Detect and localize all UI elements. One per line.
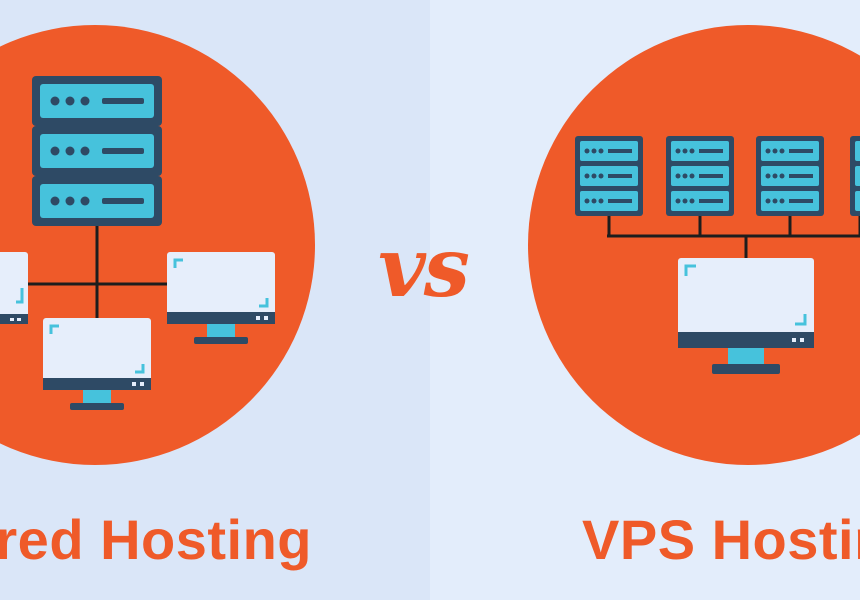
vps-network-cables [607, 214, 860, 258]
server-rack-icon [575, 136, 643, 216]
monitor-icon [0, 252, 28, 324]
server-rack-icon [32, 76, 162, 226]
network-cables [25, 222, 172, 320]
server-rack-icon [850, 136, 860, 216]
monitor-icon [167, 252, 275, 344]
monitor-icon [43, 318, 151, 410]
vps-hosting-circle [528, 25, 860, 465]
server-rack-icon [666, 136, 734, 216]
server-rack-icon [756, 136, 824, 216]
vs-text: vs [378, 220, 470, 316]
vps-hosting-title: VPS Hostin [582, 508, 860, 571]
shared-hosting-title: ared Hosting [0, 508, 312, 571]
monitor-icon [678, 258, 814, 374]
